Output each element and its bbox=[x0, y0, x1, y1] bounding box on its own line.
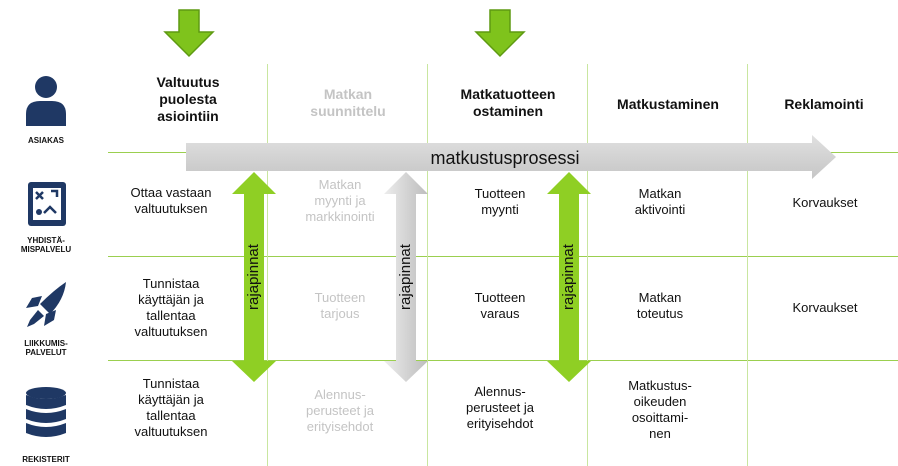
cell-row3-col2: Alennus- perusteet ja erityisehdot bbox=[306, 387, 374, 434]
column-header-matkatuotteen-ostaminen: Matkatuotteen ostaminen bbox=[460, 86, 556, 119]
cell-row1-col2: Matkan myynti ja markkinointi bbox=[305, 177, 375, 224]
cell-row1-col4: Matkan aktivointi bbox=[634, 186, 686, 217]
rocket-icon bbox=[26, 282, 66, 327]
database-icon bbox=[26, 387, 66, 437]
role-label-liikkumispalvelut: LIIKKUMIS- PALVELUT bbox=[24, 339, 68, 357]
process-arrow-label: matkustusprosessi bbox=[430, 148, 580, 168]
process-arrow bbox=[186, 135, 836, 179]
down-arrow-icon-col3 bbox=[474, 9, 526, 58]
role-label-yhdistamispalvelu: YHDISTÄ- MISPALVELU bbox=[20, 236, 72, 254]
interface-arrow-gray bbox=[384, 172, 428, 382]
down-arrow-icon-col1 bbox=[163, 9, 215, 58]
cell-row2-col1: Tunnistaa käyttäjän ja tallentaa valtuut… bbox=[134, 276, 208, 339]
column-header-reklamointi: Reklamointi bbox=[784, 96, 864, 112]
interface-label-1: rajapinnat bbox=[245, 244, 262, 310]
cell-row1-col3: Tuotteen myynti bbox=[474, 186, 526, 217]
grid-col-divider-1 bbox=[267, 64, 268, 466]
cell-row1-col5: Korvaukset bbox=[792, 195, 858, 210]
person-icon bbox=[26, 76, 66, 126]
column-header-matkustaminen: Matkustaminen bbox=[617, 96, 719, 112]
cell-row3-col1: Tunnistaa käyttäjän ja tallentaa valtuut… bbox=[134, 376, 208, 439]
column-header-matkan-suunnittelu: Matkan suunnittelu bbox=[310, 86, 386, 119]
cell-row2-col4: Matkan toteutus bbox=[636, 290, 684, 321]
grid-col-divider-3 bbox=[587, 64, 588, 466]
cell-row3-col4: Matkustus- oikeuden osoittami- nen bbox=[628, 378, 692, 441]
interface-label-3: rajapinnat bbox=[560, 244, 577, 310]
cell-row3-col3: Alennus- perusteet ja erityisehdot bbox=[466, 384, 534, 431]
route-board-icon bbox=[28, 182, 66, 226]
cell-row1-col1: Ottaa vastaan valtuutuksen bbox=[130, 185, 212, 216]
grid-line-bottom bbox=[108, 360, 898, 361]
cell-row2-col5: Korvaukset bbox=[792, 300, 858, 315]
interface-arrow-green-1 bbox=[232, 172, 276, 382]
grid-line-middle bbox=[108, 256, 898, 257]
grid-col-divider-4 bbox=[747, 64, 748, 466]
interface-arrow-green-2 bbox=[547, 172, 591, 382]
role-label-rekisterit: REKISTERIT bbox=[22, 455, 70, 464]
cell-row2-col2: Tuotteen tarjous bbox=[314, 290, 366, 321]
column-header-valtuutus: Valtuutus puolesta asiointiin bbox=[156, 74, 220, 124]
interface-label-2: rajapinnat bbox=[397, 244, 414, 310]
role-label-asiakas: ASIAKAS bbox=[27, 136, 64, 145]
cell-row2-col3: Tuotteen varaus bbox=[474, 290, 526, 321]
grid-col-divider-2 bbox=[427, 64, 428, 466]
